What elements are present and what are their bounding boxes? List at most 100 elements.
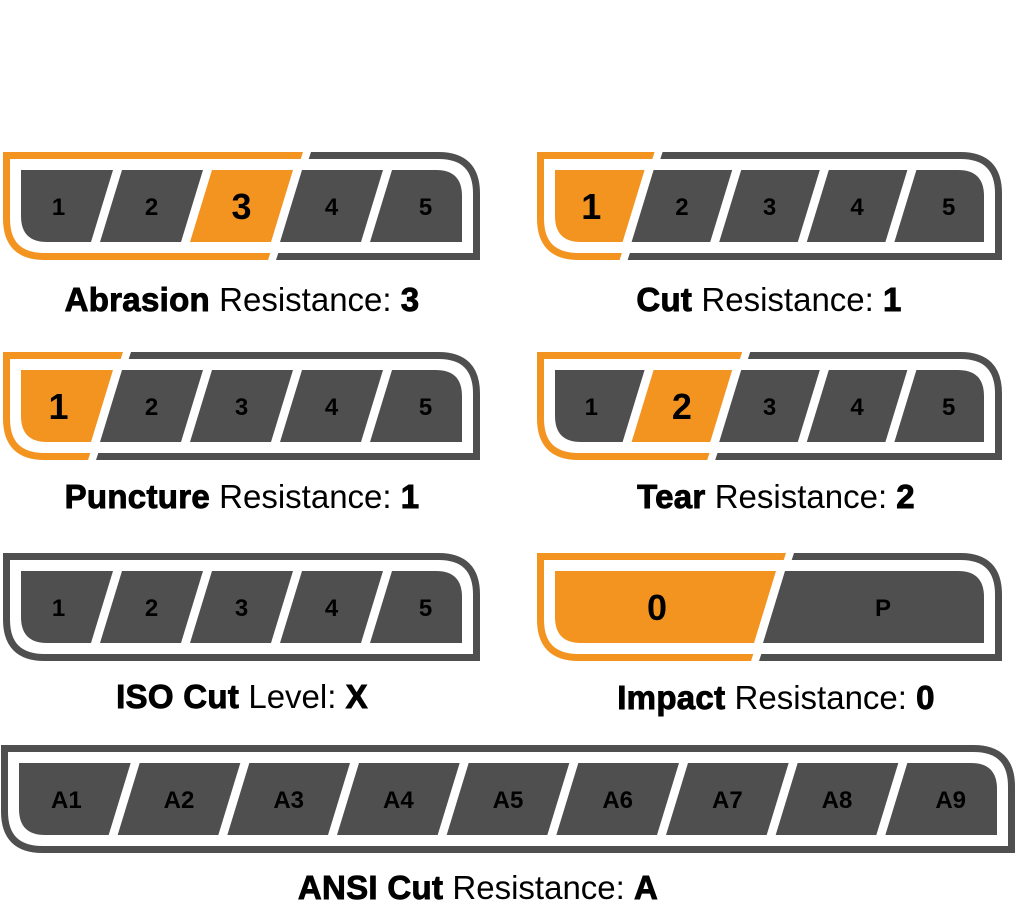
iso-cut-segment-5	[370, 571, 462, 643]
impact-caption-bold: Impact	[617, 679, 726, 716]
abrasion-level-label: 1	[52, 194, 65, 221]
puncture-caption: Puncture Resistance: 1	[3, 478, 481, 515]
ansi-cut-level-label: A7	[712, 787, 743, 814]
abrasion-caption: Abrasion Resistance: 3	[3, 281, 481, 318]
cut-caption-value: 1	[882, 281, 902, 318]
tear-frame-active	[537, 352, 746, 460]
tear-segment-4	[806, 370, 908, 442]
abrasion-caption-bold: Abrasion	[64, 281, 210, 318]
puncture-caption-value: 1	[400, 478, 420, 515]
tear-segment-1	[555, 370, 645, 442]
ansi-cut-frame	[1, 745, 1015, 853]
iso-cut-caption-regular: Level:	[239, 678, 346, 715]
cut-rating-bar: 1 2 3 4 5	[537, 152, 1002, 260]
ansi-cut-level-label: A5	[493, 787, 524, 814]
puncture-caption-regular: Resistance:	[210, 478, 401, 515]
iso-cut-caption: ISO Cut Level: X	[3, 678, 481, 715]
ansi-cut-segment-5	[446, 763, 570, 835]
puncture-level-label: 5	[419, 394, 432, 421]
abrasion-segment-3	[190, 170, 293, 242]
ansi-cut-segment-1	[19, 763, 131, 835]
ansi-cut-level-label: A2	[164, 787, 195, 814]
iso-cut-caption-value: X	[345, 678, 368, 715]
abrasion-frame-inactive	[272, 152, 480, 260]
impact-frame-inactive	[755, 553, 1002, 661]
iso-cut-segment-3	[190, 571, 293, 643]
ansi-cut-level-label: A6	[602, 787, 633, 814]
iso-cut-level-label: 2	[145, 595, 158, 622]
iso-cut-frame	[3, 553, 480, 661]
abrasion-level-label: 5	[419, 194, 432, 221]
ansi-cut-segment-2	[117, 763, 241, 835]
ansi-cut-level-label: A1	[51, 787, 82, 814]
cut-level-label: 4	[850, 194, 864, 221]
abrasion-caption-value: 3	[400, 281, 420, 318]
puncture-segment-1	[21, 370, 113, 442]
ansi-cut-caption: ANSI Cut Resistance: A	[0, 869, 956, 906]
cut-segment-5	[894, 170, 984, 242]
cut-caption: Cut Resistance: 1	[537, 281, 1001, 318]
cut-level-label: 2	[675, 194, 688, 221]
cut-segment-2	[631, 170, 733, 242]
cut-frame-active	[537, 152, 658, 260]
impact-caption-value: 0	[916, 679, 935, 716]
iso-cut-level-label: 1	[52, 595, 65, 622]
puncture-frame-active	[3, 352, 127, 460]
ansi-cut-caption-value: A	[634, 869, 659, 906]
impact-level-label: P	[875, 595, 891, 622]
tear-caption-bold: Tear	[637, 478, 706, 515]
puncture-level-label: 1	[48, 386, 68, 427]
iso-cut-segment-4	[280, 571, 383, 643]
tear-level-label: 5	[942, 394, 955, 421]
ansi-cut-caption-regular: Resistance:	[443, 869, 634, 906]
tear-segment-5	[894, 370, 984, 442]
cut-segment-4	[806, 170, 908, 242]
impact-level-label: 0	[647, 587, 667, 628]
abrasion-segment-4	[280, 170, 383, 242]
tear-caption-value: 2	[896, 478, 915, 515]
ansi-cut-level-label: A4	[383, 787, 414, 814]
ansi-cut-segment-3	[227, 763, 350, 835]
cut-level-label: 5	[942, 194, 955, 221]
ansi-cut-segment-4	[337, 763, 460, 835]
puncture-caption-bold: Puncture	[64, 478, 210, 515]
abrasion-segment-1	[21, 170, 113, 242]
cut-segment-3	[719, 170, 820, 242]
impact-caption: Impact Resistance: 0	[537, 679, 1015, 716]
cut-level-label: 3	[763, 194, 776, 221]
puncture-frame-inactive	[92, 352, 480, 460]
iso-cut-level-label: 3	[235, 595, 248, 622]
iso-cut-segment-2	[100, 571, 203, 643]
ansi-cut-level-label: A3	[273, 787, 304, 814]
tear-level-label: 2	[672, 386, 692, 427]
abrasion-segment-5	[370, 170, 462, 242]
ansi-cut-segment-8	[775, 763, 899, 835]
abrasion-level-label: 3	[231, 186, 251, 227]
cut-segments: 1 2 3 4 5	[555, 170, 984, 242]
impact-caption-regular: Resistance:	[725, 679, 917, 716]
impact-frame-active	[537, 553, 790, 661]
tear-segment-2	[631, 370, 733, 442]
abrasion-caption-regular: Resistance:	[210, 281, 401, 318]
puncture-level-label: 3	[235, 394, 248, 421]
tear-level-label: 4	[850, 394, 864, 421]
tear-segment-3	[719, 370, 820, 442]
abrasion-segment-2	[100, 170, 203, 242]
cut-caption-bold: Cut	[636, 281, 693, 318]
tear-caption-regular: Resistance:	[705, 478, 897, 515]
puncture-segment-4	[280, 370, 383, 442]
cut-level-label: 1	[581, 186, 601, 227]
impact-segment-1	[555, 571, 776, 643]
puncture-level-label: 2	[145, 394, 158, 421]
impact-segment-2	[763, 571, 984, 643]
iso-cut-level-label: 4	[325, 595, 339, 622]
